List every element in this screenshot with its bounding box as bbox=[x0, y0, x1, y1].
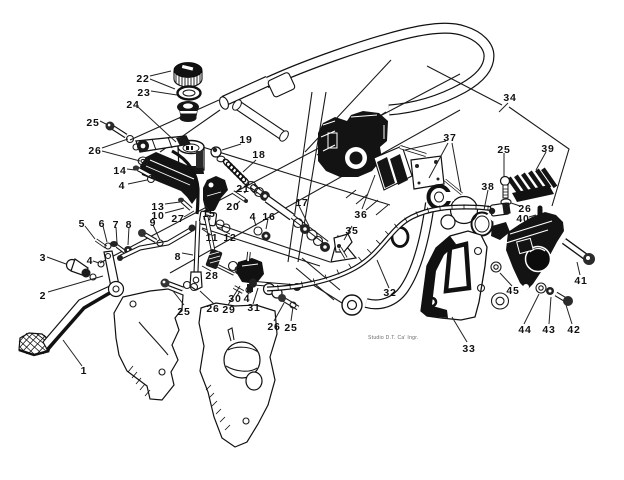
svg-text:8: 8 bbox=[126, 219, 133, 231]
svg-text:9: 9 bbox=[150, 217, 157, 229]
svg-text:37: 37 bbox=[443, 132, 456, 144]
svg-text:40: 40 bbox=[516, 213, 529, 225]
svg-text:26: 26 bbox=[88, 145, 101, 157]
svg-text:17: 17 bbox=[295, 197, 308, 209]
svg-text:24: 24 bbox=[126, 99, 139, 111]
svg-text:12: 12 bbox=[223, 232, 236, 244]
svg-text:7: 7 bbox=[113, 219, 120, 231]
svg-text:3: 3 bbox=[40, 252, 47, 264]
svg-text:14: 14 bbox=[113, 165, 126, 177]
svg-text:23: 23 bbox=[137, 87, 150, 99]
svg-text:16: 16 bbox=[262, 211, 275, 223]
svg-text:22: 22 bbox=[136, 73, 149, 85]
svg-text:4: 4 bbox=[87, 255, 94, 267]
svg-text:26: 26 bbox=[267, 321, 280, 333]
svg-text:21: 21 bbox=[236, 183, 249, 195]
svg-text:Studio D.T. Ca' Ingr.: Studio D.T. Ca' Ingr. bbox=[368, 335, 419, 341]
svg-text:42: 42 bbox=[567, 324, 580, 336]
svg-text:18: 18 bbox=[252, 149, 265, 161]
svg-text:28: 28 bbox=[205, 270, 218, 282]
svg-text:25: 25 bbox=[86, 117, 99, 129]
svg-text:35: 35 bbox=[345, 225, 358, 237]
svg-text:36: 36 bbox=[354, 209, 367, 221]
svg-text:4: 4 bbox=[119, 180, 126, 192]
svg-text:15: 15 bbox=[202, 208, 215, 220]
svg-text:25: 25 bbox=[284, 322, 297, 334]
svg-text:27: 27 bbox=[171, 213, 184, 225]
svg-text:33: 33 bbox=[462, 343, 475, 355]
svg-text:25: 25 bbox=[177, 306, 190, 318]
svg-text:25: 25 bbox=[497, 144, 510, 156]
svg-text:13: 13 bbox=[151, 201, 164, 213]
svg-text:38: 38 bbox=[481, 181, 494, 193]
svg-text:26: 26 bbox=[518, 203, 531, 215]
svg-text:2: 2 bbox=[40, 290, 47, 302]
svg-text:44: 44 bbox=[518, 324, 531, 336]
svg-text:43: 43 bbox=[542, 324, 555, 336]
svg-text:5: 5 bbox=[79, 218, 86, 230]
svg-text:41: 41 bbox=[574, 275, 587, 287]
svg-text:6: 6 bbox=[99, 218, 106, 230]
svg-text:10: 10 bbox=[151, 210, 164, 222]
svg-text:39: 39 bbox=[541, 143, 554, 155]
svg-text:34: 34 bbox=[503, 92, 516, 104]
svg-text:4: 4 bbox=[250, 211, 257, 223]
svg-text:11: 11 bbox=[206, 232, 219, 244]
svg-text:32: 32 bbox=[383, 287, 396, 299]
svg-text:29: 29 bbox=[222, 304, 235, 316]
svg-text:30: 30 bbox=[228, 293, 241, 305]
svg-text:26: 26 bbox=[206, 303, 219, 315]
svg-text:8: 8 bbox=[175, 251, 182, 263]
svg-text:45: 45 bbox=[506, 285, 519, 297]
svg-text:1: 1 bbox=[81, 365, 88, 377]
svg-text:19: 19 bbox=[239, 134, 252, 146]
svg-text:20: 20 bbox=[226, 201, 239, 213]
svg-text:4: 4 bbox=[244, 293, 251, 305]
svg-text:31: 31 bbox=[247, 302, 260, 314]
